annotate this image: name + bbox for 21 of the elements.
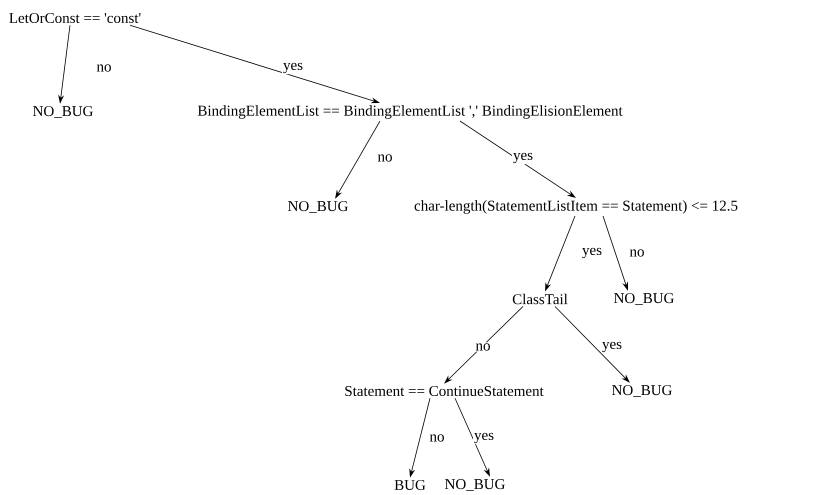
tree-node-label: NO_BUG xyxy=(612,385,672,397)
edge-label: yes xyxy=(581,246,603,260)
tree-node-label: BUG xyxy=(394,480,426,490)
tree-node-label: ClassTail xyxy=(512,294,568,304)
edge-label: yes xyxy=(282,62,304,74)
tree-node-label: NO_BUG xyxy=(33,106,93,118)
tree-node-label: NO_BUG xyxy=(614,293,674,305)
tree-node-label: Statement == ContinueStatement xyxy=(345,386,544,396)
edge-label: no xyxy=(96,63,112,73)
tree-node-label: NO_BUG xyxy=(288,201,348,213)
tree-node-label: NO_BUG xyxy=(445,479,505,491)
edge-label: yes xyxy=(601,340,623,354)
tree-node-label: LetOrConst == 'const' xyxy=(9,12,141,24)
edge-label: no xyxy=(428,433,446,443)
tree-node-label: char-length(StatementListItem == Statement) <= 12.5 xyxy=(414,200,738,214)
edge-label: no xyxy=(628,248,646,258)
edge-label: no xyxy=(376,153,394,163)
edge-label: yes xyxy=(512,152,534,164)
edge-label: yes xyxy=(473,432,495,444)
tree-node-label: BindingElementList == BindingElementList ',' BindingElisionElement xyxy=(198,105,623,119)
edge-label: no xyxy=(474,342,492,352)
